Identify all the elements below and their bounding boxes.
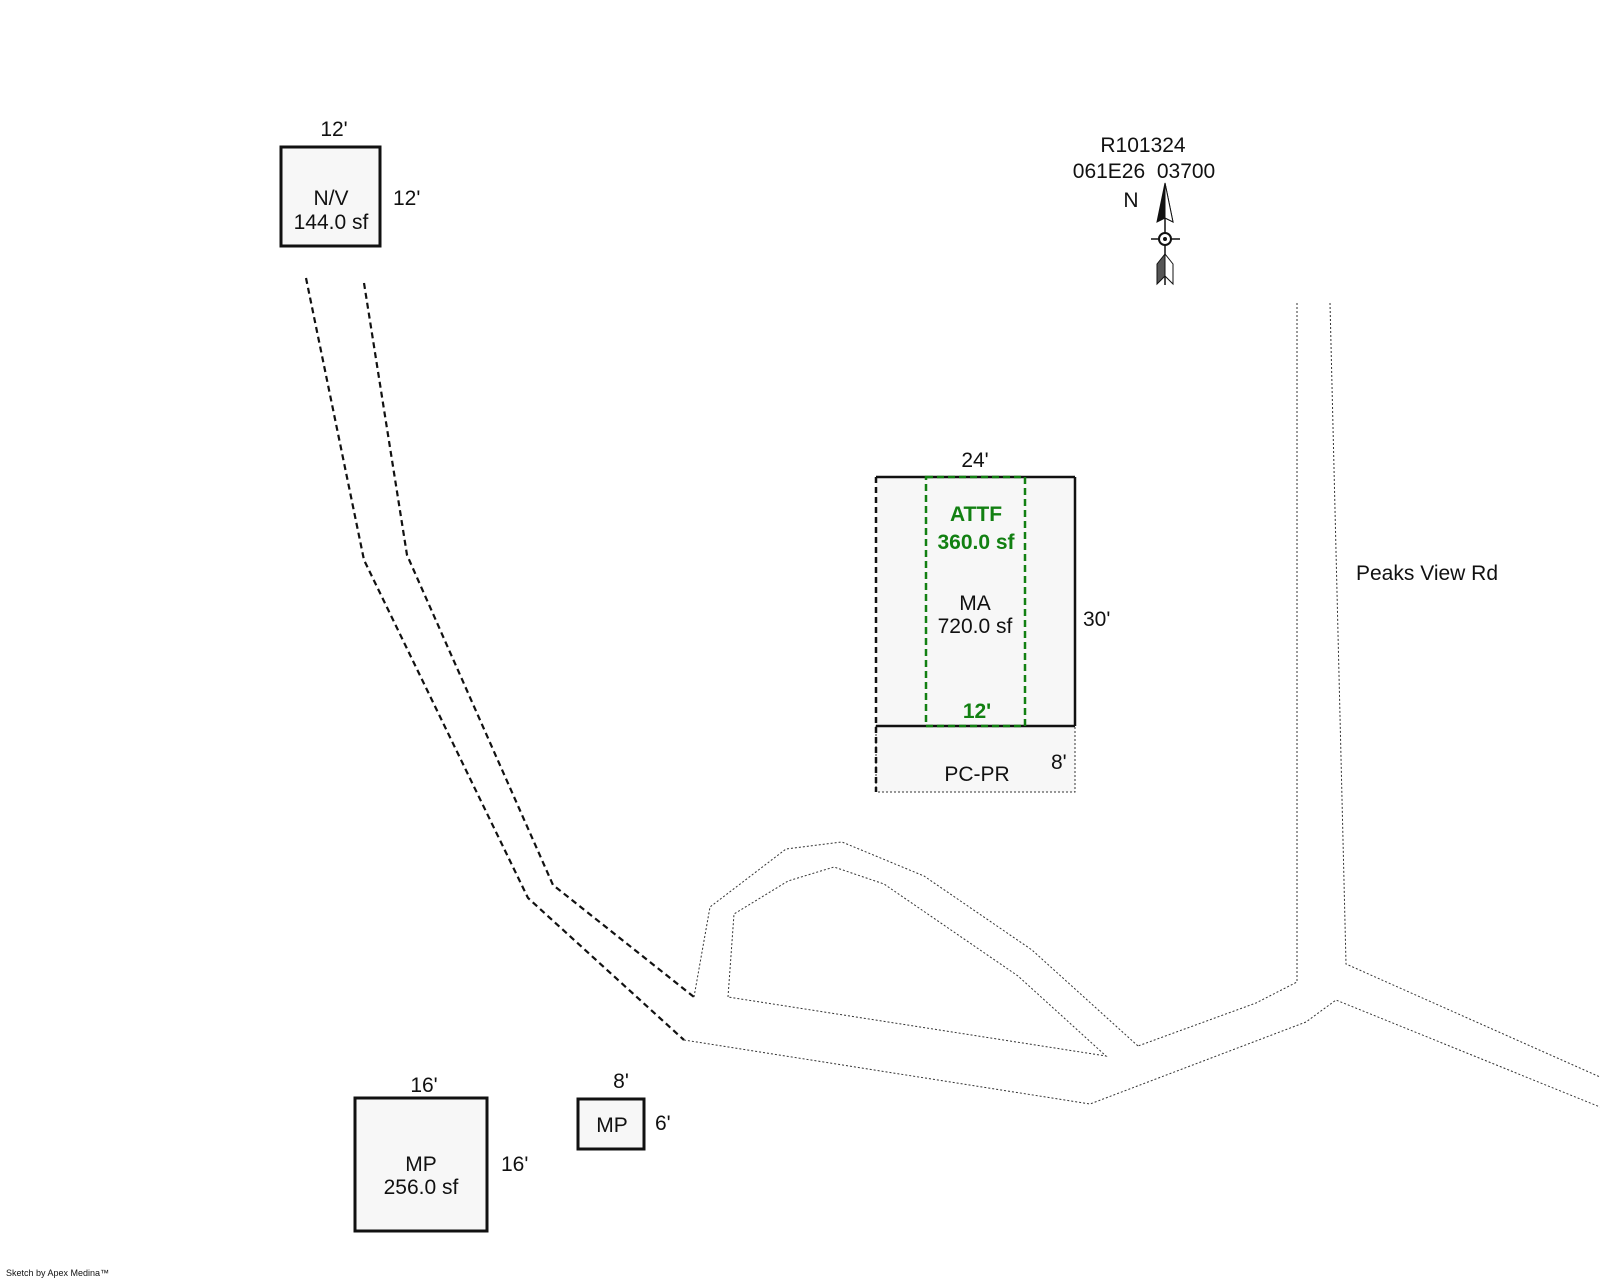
- mp-large-area: 256.0 sf: [384, 1176, 459, 1199]
- mp-large-code: MP: [405, 1153, 437, 1176]
- parcel-id: R101324: [1100, 134, 1186, 157]
- attached-area: 360.0 sf: [937, 531, 1015, 554]
- nv-code: N/V: [313, 187, 348, 210]
- driveway: [304, 277, 695, 1041]
- north-label: N: [1123, 189, 1138, 212]
- road-name: Peaks View Rd: [1356, 562, 1498, 585]
- porch-depth-label: 8': [1051, 751, 1067, 774]
- main-area: [876, 477, 1075, 726]
- mp-small-depth-label: 6': [655, 1112, 671, 1135]
- sketch-credit: Sketch by Apex Medina™: [6, 1268, 109, 1278]
- mp-small-structure: 8' 6' MP: [576, 1070, 671, 1151]
- roads: [683, 302, 1600, 1108]
- main-area-label: 720.0 sf: [938, 615, 1013, 638]
- nv-depth-label: 12': [393, 187, 420, 210]
- nv-area: 144.0 sf: [294, 211, 369, 234]
- main-structure: 24' 30' ATTF 360.0 sf MA 720.0 sf 12' PC…: [874, 449, 1110, 793]
- main-depth-label: 30': [1083, 608, 1110, 631]
- mp-large-depth-label: 16': [501, 1153, 528, 1176]
- mp-small-outline: [576, 1097, 646, 1151]
- attached-code: ATTF: [950, 503, 1002, 526]
- mp-large-outline: [353, 1096, 489, 1233]
- porch-code: PC-PR: [944, 763, 1009, 786]
- nv-width-label: 12': [320, 118, 347, 141]
- porch-area: [875, 725, 1076, 793]
- loop-outer: [693, 841, 1139, 1047]
- mp-small-width-label: 8': [613, 1070, 629, 1093]
- mp-large-structure: 16' 16' MP 256.0 sf: [353, 1074, 528, 1233]
- loop-inner: [727, 866, 1108, 1057]
- attached-outline: [924, 475, 1027, 728]
- main-width-label: 24': [961, 449, 988, 472]
- road-edge-vertical-right: [1329, 302, 1600, 1078]
- road-edge-vertical-left: [1137, 303, 1298, 1047]
- map-number: 061E26 03700: [1073, 160, 1215, 183]
- north-arrow-icon: [1151, 182, 1180, 286]
- mp-small-code: MP: [596, 1114, 628, 1137]
- nv-structure: 12' 12' N/V 144.0 sf: [279, 118, 420, 248]
- driveway-right-edge: [362, 282, 695, 998]
- attached-width-label: 12': [963, 700, 991, 723]
- driveway-left-edge: [304, 277, 685, 1041]
- main-code: MA: [959, 592, 991, 615]
- nv-outline: [279, 145, 382, 248]
- mp-large-width-label: 16': [410, 1074, 437, 1097]
